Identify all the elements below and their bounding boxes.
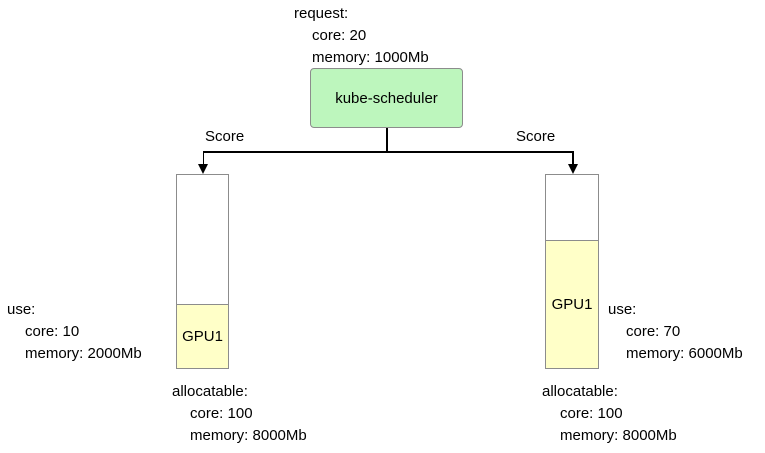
use-memory: memory: 2000Mb: [25, 345, 142, 362]
connector-drop-right: [572, 151, 574, 166]
use-core: core: 70: [626, 323, 681, 340]
request-memory: memory: 1000Mb: [312, 49, 429, 66]
node-right-use-annotation: use: core: 70 memory: 6000Mb: [608, 299, 743, 365]
allocatable-title: allocatable:: [542, 383, 618, 400]
request-core: core: 20: [312, 27, 367, 44]
arrowhead-down-right-icon: [568, 164, 578, 174]
allocatable-memory: memory: 8000Mb: [190, 427, 307, 444]
kube-scheduler-label: kube-scheduler: [335, 89, 438, 107]
use-memory: memory: 6000Mb: [626, 345, 743, 362]
node-left-use-annotation: use: core: 10 memory: 2000Mb: [7, 299, 142, 365]
connector-horizontal: [203, 151, 573, 153]
node-left-gpu-box: GPU1: [176, 304, 229, 369]
allocatable-core: core: 100: [190, 405, 253, 422]
allocatable-core: core: 100: [560, 405, 623, 422]
score-label-left: Score: [205, 128, 245, 145]
node-right-gpu-box: GPU1: [545, 240, 599, 369]
use-core: core: 10: [25, 323, 80, 340]
use-title: use:: [7, 301, 36, 318]
request-annotation: request: core: 20 memory: 1000Mb: [294, 3, 429, 69]
allocatable-title: allocatable:: [172, 383, 248, 400]
score-label-right: Score: [516, 128, 556, 145]
node-left-gpu-label: GPU1: [182, 328, 223, 345]
connector-stem: [386, 128, 388, 152]
use-title: use:: [608, 301, 637, 318]
node-right-gpu-label: GPU1: [551, 296, 593, 313]
allocatable-memory: memory: 8000Mb: [560, 427, 677, 444]
arrowhead-down-left-icon: [198, 164, 208, 174]
request-title: request:: [294, 5, 349, 22]
kube-scheduler-node: kube-scheduler: [310, 68, 463, 128]
connector-drop-left: [202, 151, 204, 166]
node-left-allocatable-annotation: allocatable: core: 100 memory: 8000Mb: [172, 381, 307, 447]
node-right-allocatable-annotation: allocatable: core: 100 memory: 8000Mb: [542, 381, 677, 447]
